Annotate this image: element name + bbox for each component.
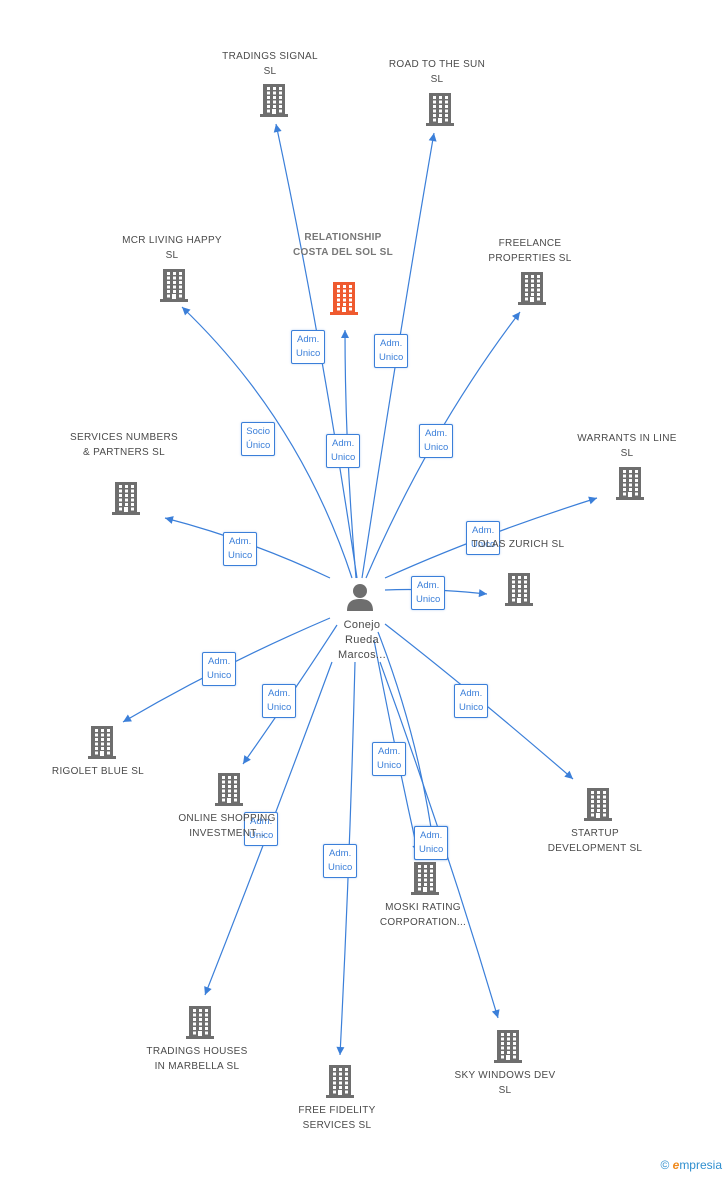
- edge-arrowhead: [491, 1009, 500, 1018]
- building-icon[interactable]: [494, 1029, 522, 1068]
- building-icon[interactable]: [411, 861, 439, 900]
- edge-arrowhead: [588, 496, 597, 505]
- edge-arrowhead: [243, 755, 251, 764]
- company-label[interactable]: FREELANCE PROPERTIES SL: [488, 238, 572, 264]
- relation-badge[interactable]: Adm.Unico: [374, 334, 409, 368]
- edge-arrowhead: [428, 133, 437, 142]
- company-label[interactable]: SERVICES NUMBERS & PARTNERS SL: [70, 432, 178, 458]
- edge-arrowhead: [182, 307, 191, 316]
- company-label[interactable]: STARTUP DEVELOPMENT SL: [547, 828, 643, 854]
- company-label[interactable]: TRADINGS SIGNAL SL: [222, 51, 318, 77]
- copyright-symbol: ©: [660, 1158, 670, 1172]
- relation-badge[interactable]: Adm.Unico: [372, 742, 407, 776]
- company-label[interactable]: ROAD TO THE SUN SL: [388, 59, 486, 85]
- edge-arrowhead: [123, 714, 132, 722]
- relation-badge[interactable]: Adm.Unico: [323, 844, 358, 878]
- edge-arrowhead: [204, 986, 212, 995]
- company-label[interactable]: TOLAS ZURICH SL: [471, 539, 565, 550]
- company-label[interactable]: SKY WINDOWS DEV SL: [454, 1070, 556, 1096]
- company-label[interactable]: TRADINGS HOUSES IN MARBELLA SL: [146, 1046, 248, 1072]
- brand-rest: mpresia: [679, 1158, 722, 1172]
- edge-arrowhead: [165, 516, 174, 524]
- building-icon[interactable]: [88, 725, 116, 764]
- building-icon[interactable]: [260, 83, 288, 122]
- edge-arrowhead: [273, 124, 282, 133]
- building-icon[interactable]: [186, 1005, 214, 1044]
- relation-badge[interactable]: Adm.Unico: [262, 684, 297, 718]
- edge-arrowhead: [511, 312, 520, 321]
- brand-e: e: [672, 1158, 680, 1172]
- edge-arrowhead: [564, 770, 573, 779]
- edge-mcr_living: [181, 306, 353, 579]
- relation-badge[interactable]: Adm.Unico: [202, 652, 237, 686]
- relation-badge[interactable]: Adm.Unico: [326, 434, 361, 468]
- relation-badge[interactable]: Adm.Unico: [414, 826, 449, 860]
- building-icon[interactable]: [584, 787, 612, 826]
- edge-arrowhead: [478, 589, 487, 598]
- relation-badge[interactable]: Adm.Unico: [223, 532, 258, 566]
- relation-badge[interactable]: Adm.Unico: [411, 576, 446, 610]
- center-company-label[interactable]: RELATIONSHIP COSTA DEL SOL SL: [293, 232, 393, 258]
- building-icon[interactable]: [112, 481, 140, 520]
- building-icon[interactable]: [616, 466, 644, 505]
- relation-badge[interactable]: Adm.Unico: [454, 684, 489, 718]
- building-icon[interactable]: [326, 1064, 354, 1103]
- company-label[interactable]: MOSKI RATING CORPORATION...: [379, 902, 467, 928]
- person-label[interactable]: Conejo Rueda Marcos...: [338, 619, 386, 661]
- edge-arrowhead: [341, 330, 349, 338]
- relation-badge[interactable]: Adm.Unico: [419, 424, 454, 458]
- building-icon[interactable]: [426, 92, 454, 131]
- company-label[interactable]: ONLINE SHOPPING INVESTMENT...: [178, 813, 276, 839]
- person-icon[interactable]: [345, 582, 375, 617]
- center-company-building-icon[interactable]: [330, 281, 358, 320]
- relation-badge[interactable]: Adm.Unico: [291, 330, 326, 364]
- company-label[interactable]: RIGOLET BLUE SL: [51, 766, 145, 777]
- company-label[interactable]: WARRANTS IN LINE SL: [577, 433, 677, 459]
- building-icon[interactable]: [518, 271, 546, 310]
- edge-arrowhead: [336, 1046, 345, 1055]
- building-icon[interactable]: [160, 268, 188, 307]
- building-icon[interactable]: [505, 572, 533, 611]
- relation-badge[interactable]: Adm.Unico: [244, 812, 279, 846]
- building-icon[interactable]: [215, 772, 243, 811]
- company-label[interactable]: FREE FIDELITY SERVICES SL: [298, 1105, 376, 1131]
- company-label[interactable]: MCR LIVING HAPPY SL: [122, 235, 222, 261]
- relation-badge[interactable]: Adm.Unico: [466, 521, 501, 555]
- empresia-brand: © empresia: [660, 1158, 722, 1172]
